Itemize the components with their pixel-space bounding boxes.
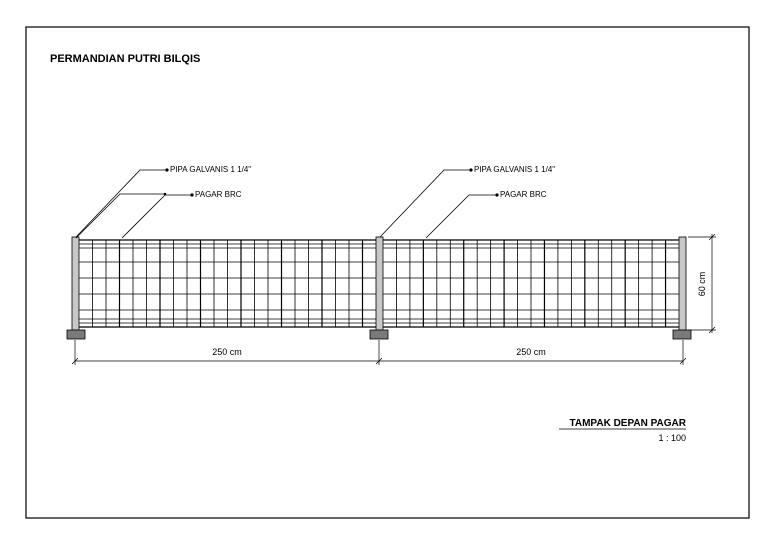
leader-post-2-dot xyxy=(469,168,473,172)
width-label-2: 250 cm xyxy=(516,347,546,357)
post-footing-2 xyxy=(369,329,389,340)
leader-lines xyxy=(75,168,499,239)
leader-fence-2 xyxy=(425,194,497,239)
leader-post-1 xyxy=(75,169,167,238)
fence-label-1: PAGAR BRC xyxy=(195,190,242,199)
leader-post-1-dot xyxy=(165,168,169,172)
leader-fence-2-dot xyxy=(495,193,499,197)
post-label-2: PIPA GALVANIS 1 1/4" xyxy=(474,165,555,174)
post-footing-1 xyxy=(66,329,86,340)
brc-mesh-panel-1 xyxy=(79,239,376,328)
leader-post-1 xyxy=(75,192,167,239)
height-label: 60 cm xyxy=(697,272,707,297)
annotation-panel-1: PIPA GALVANIS 1 1/4" PAGAR BRC xyxy=(75,165,251,239)
width-dimensions xyxy=(71,340,687,365)
galvanized-post-3 xyxy=(678,236,687,331)
galvanized-post-1 xyxy=(71,236,80,331)
fence-label-2: PAGAR BRC xyxy=(500,190,547,199)
width-label-1: 250 cm xyxy=(212,347,242,357)
galvanized-post-2 xyxy=(375,236,384,331)
leader-post-2 xyxy=(379,169,471,238)
drawing-title: PERMANDIAN PUTRI BILQIS xyxy=(50,53,200,65)
leader-fence-1 xyxy=(121,194,192,239)
drawing-scale: 1 : 100 xyxy=(658,433,686,443)
leader-fence-1-dot xyxy=(190,193,194,197)
fence-elevation xyxy=(66,236,692,340)
view-caption: TAMPAK DEPAN PAGAR xyxy=(570,418,687,429)
post-footing-3 xyxy=(672,329,692,340)
height-dimension xyxy=(688,233,716,334)
post-label-1: PIPA GALVANIS 1 1/4" xyxy=(170,165,251,174)
sheet-border xyxy=(25,26,750,519)
annotation-panel-2: PIPA GALVANIS 1 1/4" PAGAR BRC xyxy=(474,165,555,199)
brc-mesh-panel-2 xyxy=(383,239,679,328)
